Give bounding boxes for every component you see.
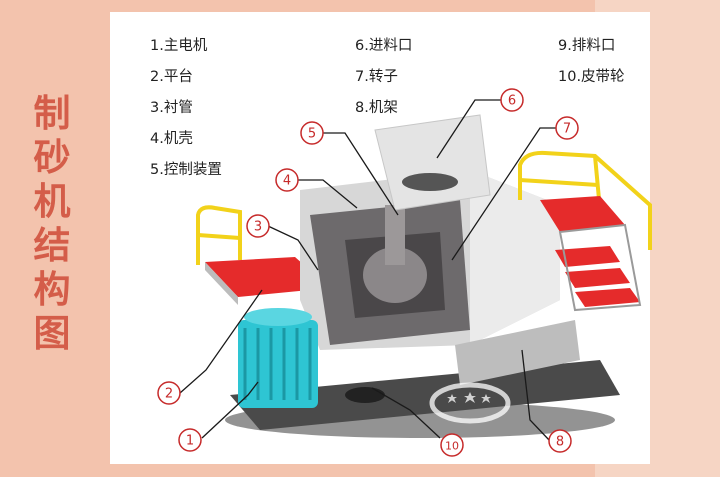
title-char: 砂 [33, 136, 71, 179]
left-platform [205, 257, 330, 297]
legend-item-4: 4.机壳 [150, 131, 193, 147]
callout-number: 1 [186, 434, 194, 449]
left-platform-edge [205, 262, 238, 305]
callout-8: 8 [548, 429, 572, 453]
callout-5: 5 [300, 121, 324, 145]
motor-top [244, 308, 312, 326]
callout-10: 10 [440, 433, 464, 457]
main-motor [238, 320, 318, 408]
brand-logo [429, 382, 511, 424]
legend-item-6: 6.进料口 [355, 38, 413, 54]
callout-number: 8 [556, 435, 564, 450]
callout-number: 4 [283, 174, 291, 189]
callout-6: 6 [500, 88, 524, 112]
callout-number: 3 [254, 220, 262, 235]
feed-tube [385, 205, 405, 265]
title-char: 结 [33, 224, 71, 267]
title-char: 机 [33, 180, 71, 223]
stair-step-1 [555, 246, 620, 267]
callout-2: 2 [157, 381, 181, 405]
callout-3: 3 [246, 214, 270, 238]
legend-item-7: 7.转子 [355, 69, 398, 85]
legend-item-5: 5.控制装置 [150, 162, 222, 178]
callout-1: 1 [178, 428, 202, 452]
left-railing [196, 205, 242, 265]
rotor [363, 247, 427, 303]
stair-frame [558, 223, 642, 312]
callout-4: 4 [275, 168, 299, 192]
legend-item-3: 3.衬管 [150, 100, 193, 116]
right-platform [540, 196, 625, 232]
legend-item-8: 8.机架 [355, 100, 398, 116]
motor-fins [243, 328, 312, 400]
feed-hopper [374, 114, 491, 211]
title-char: 构 [33, 268, 71, 311]
callout-number: 5 [308, 127, 316, 142]
left-background [0, 0, 110, 477]
vertical-title: 制 砂 机 结 构 图 [24, 92, 80, 356]
callout-number: 10 [445, 440, 459, 453]
machine-frame [455, 320, 580, 385]
housing-right-face [470, 170, 560, 345]
title-char: 图 [33, 312, 71, 355]
legend-item-2: 2.平台 [150, 69, 193, 85]
callout-number: 6 [508, 94, 516, 109]
base-frame [230, 360, 620, 430]
belt-wheel [345, 387, 385, 403]
legend-item-9: 9.排料口 [558, 38, 616, 54]
stair-step-3 [575, 288, 640, 307]
feed-inlet [402, 173, 458, 191]
callout-number: 2 [165, 387, 173, 402]
callout-lines [179, 99, 565, 442]
legend-item-10: 10.皮带轮 [558, 69, 625, 85]
callout-7: 7 [555, 116, 579, 140]
legend-item-1: 1.主电机 [150, 38, 208, 54]
title-char: 制 [33, 92, 71, 135]
stair-step-2 [565, 268, 630, 288]
callout-number: 7 [563, 122, 571, 137]
